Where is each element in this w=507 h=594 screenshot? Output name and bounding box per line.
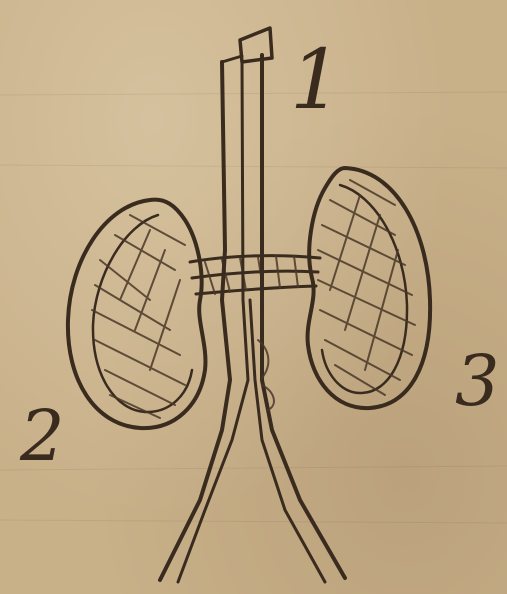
left-kidney [68,200,206,428]
label-three: 3 [455,340,500,422]
right-kidney [308,168,431,408]
renal-vessels [190,256,320,294]
label-one: 1 [290,33,342,128]
label-two: 2 [19,395,65,477]
